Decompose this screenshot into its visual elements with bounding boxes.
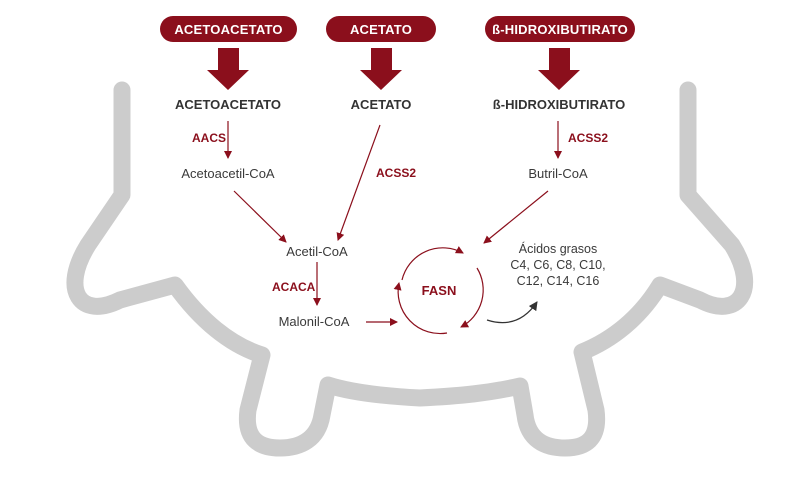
source-pill-acetoacetato: ACETOACETATO	[160, 16, 297, 42]
metabolite-acetato: ACETATO	[350, 97, 412, 112]
source-pill-acetato: ACETATO	[326, 16, 436, 42]
fatty-acids-line-1: Ácidos grasos	[518, 242, 598, 256]
enzyme-aacs: AACS	[192, 131, 227, 145]
metabolite-malonil-coa: Malonil-CoA	[278, 314, 350, 329]
enzyme-acaca: ACACA	[272, 280, 316, 294]
metabolite-acetoacetato: ACETOACETATO	[175, 97, 281, 112]
enzyme-fasn: FASN	[421, 283, 457, 298]
udder-outline	[66, 81, 754, 457]
big-arrow-acetato	[360, 48, 402, 90]
metabolite-butiril-coa: Butril-CoA	[528, 166, 588, 181]
arrow-acetoacetilcoa-to-acetilcoa	[233, 190, 287, 243]
big-arrow-hidroxibutirato	[538, 48, 580, 90]
fatty-acids-line-3: C12, C14, C16	[516, 274, 600, 288]
metabolite-acetil-coa: Acetil-CoA	[286, 244, 348, 259]
fasn-cycle-arc-right	[460, 267, 484, 328]
enzyme-acss2-right: ACSS2	[568, 131, 609, 145]
arrow-acetato-to-acetilcoa	[336, 124, 381, 241]
arrow-butirilcoa-to-fasn	[483, 190, 549, 244]
fasn-cycle-arc-bottom	[393, 282, 448, 335]
source-pill-hidroxibutirato: ß-HIDROXIBUTIRATO	[485, 16, 635, 42]
fatty-acids-label: Ácidos grasos C4, C6, C8, C10, C12, C14,…	[510, 241, 605, 289]
enzyme-acss2-left: ACSS2	[376, 166, 417, 180]
arrow-fasn-to-fatty-acids	[486, 301, 538, 324]
metabolite-hidroxibutirato: ß-HIDROXIBUTIRATO	[492, 97, 626, 112]
fasn-cycle-arc-top	[401, 246, 464, 281]
fatty-acids-line-2: C4, C6, C8, C10,	[510, 258, 606, 272]
big-arrow-acetoacetato	[207, 48, 249, 90]
metabolite-acetoacetil-coa: Acetoacetil-CoA	[181, 166, 275, 181]
